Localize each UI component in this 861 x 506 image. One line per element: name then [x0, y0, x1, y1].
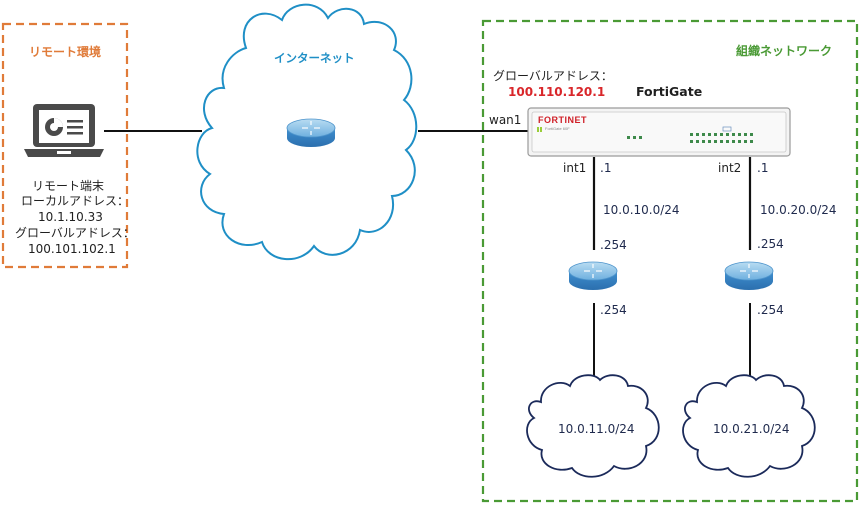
- terminal-global-address: 100.101.102.1: [28, 242, 116, 256]
- segment-2-port: int2: [718, 161, 742, 175]
- segment-1-fg-host: .1: [600, 161, 612, 175]
- lan-cloud-2: [682, 374, 816, 478]
- fortigate-name: FortiGate: [636, 84, 703, 99]
- fortigate-global-label: グローバルアドレス：: [493, 69, 613, 83]
- terminal-local-label: ローカルアドレス：: [21, 194, 130, 208]
- terminal-local-address: 10.1.10.33: [38, 210, 103, 224]
- wan-port-label: wan1: [489, 113, 522, 127]
- segment-2-router-lower-host: .254: [757, 303, 784, 317]
- segment-1-router-lower-host: .254: [600, 303, 627, 317]
- terminal-global-label: グローバルアドレス：: [15, 226, 135, 240]
- segment-2-lan: 10.0.21.0/24: [713, 422, 790, 436]
- router-1-icon: [568, 261, 618, 291]
- segment-1-subnet: 10.0.10.0/24: [603, 203, 680, 217]
- terminal-name: リモート端末: [32, 179, 105, 193]
- segment-2-fg-host: .1: [757, 161, 769, 175]
- router-2-icon: [724, 261, 774, 291]
- internet-title: インターネット: [274, 51, 355, 65]
- org-zone-title: 組織ネットワーク: [736, 44, 833, 58]
- laptop-icon: [24, 104, 104, 157]
- internet-router-icon: [286, 118, 336, 148]
- fortigate-global-address: 100.110.120.1: [508, 85, 606, 99]
- fortigate-model: FortiGate 60F: [545, 126, 570, 131]
- remote-zone-border: [1, 22, 129, 269]
- segment-1-lan: 10.0.11.0/24: [558, 422, 635, 436]
- remote-zone-title: リモート環境: [29, 45, 102, 59]
- lan-cloud-1: [526, 374, 660, 478]
- org-zone-border: [481, 19, 859, 503]
- segment-1-port: int1: [563, 161, 587, 175]
- segment-2-router-upper-host: .254: [757, 237, 784, 251]
- segment-1-router-upper-host: .254: [600, 238, 627, 252]
- segment-2-subnet: 10.0.20.0/24: [760, 203, 837, 217]
- fortinet-logo: FORTINET: [538, 115, 587, 125]
- fortigate-appliance: [527, 107, 791, 157]
